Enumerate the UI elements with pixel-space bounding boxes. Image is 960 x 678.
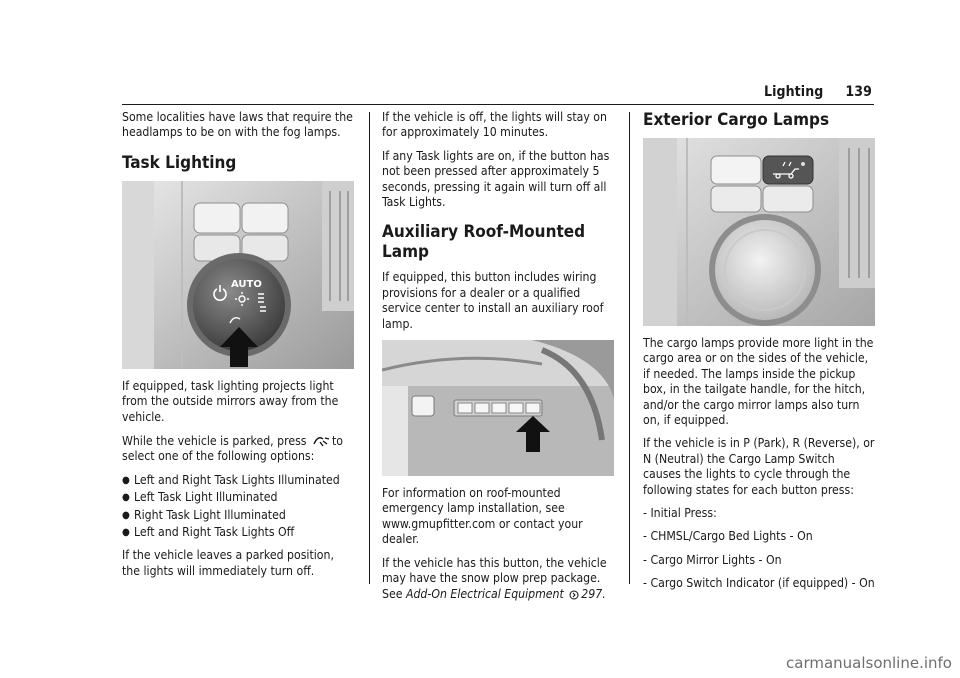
snow-plow-note: If the vehicle has this button, the vehi… [382, 555, 607, 601]
cargo-lamp-icon [773, 161, 799, 179]
task-light-icon [313, 437, 330, 447]
heading-exterior-cargo-lamps: Exterior Cargo Lamps [643, 110, 830, 130]
column-3: Exterior Cargo Lamps [643, 110, 875, 600]
cargo-state-item: - Cargo Mirror Lights - On [643, 552, 782, 567]
auxiliary-switch-illustration [382, 340, 614, 477]
cargo-state-item: - Initial Press: [643, 506, 717, 521]
roof-lamp-description: If equipped, this button includes wiring… [382, 270, 604, 331]
emergency-lamp-info: For information on roof-mounted emergenc… [382, 486, 583, 547]
cargo-lamp-switch-cycle: If the vehicle is in P (Park), R (Revers… [643, 436, 875, 497]
fog-lamp-note: Some localities have laws that require t… [122, 110, 353, 140]
heading-task-lighting: Task Lighting [122, 152, 237, 173]
task-lighting-instructions: While the vehicle is parked, press to se… [122, 434, 344, 464]
auto-label: AUTO [231, 279, 262, 290]
section-title: Lighting [763, 84, 824, 100]
column-divider [629, 112, 630, 584]
page-ref-icon [569, 590, 579, 599]
cargo-state-item: - CHMSL/Cargo Bed Lights - On [643, 529, 813, 544]
headlamp-switch-illustration: AUTO [122, 180, 354, 369]
figure-headlamp-switch: AUTO [122, 180, 354, 369]
lights-stay-on-note: If the vehicle is off, the lights will s… [382, 110, 607, 140]
column-2: If the vehicle is off, the lights will s… [382, 110, 616, 610]
column-divider [369, 112, 370, 584]
task-lights-off-note: If any Task lights are on, if the button… [382, 148, 610, 210]
list-item: ●Right Task Light Illuminated [122, 507, 286, 522]
figure-auxiliary-button [382, 340, 614, 477]
column-1: Some localities have laws that require t… [122, 110, 354, 587]
cross-reference-link[interactable]: Add-On Electrical Equipment 297. [405, 586, 606, 601]
list-item: ●Left and Right Task Lights Illuminated [122, 472, 340, 487]
watermark: carmanualsonline.info [786, 654, 952, 672]
list-item: ●Left Task Light Illuminated [122, 490, 278, 505]
task-lighting-description: If equipped, task lighting projects ligh… [122, 378, 339, 424]
cargo-state-item: - Cargo Switch Indicator (if equipped) -… [643, 576, 875, 591]
list-item: ●Left and Right Task Lights Off [122, 525, 295, 540]
page-number: 139 [845, 84, 872, 100]
heading-auxiliary-roof-lamp: Auxiliary Roof-Mounted Lamp [382, 222, 586, 263]
task-light-options: ●Left and Right Task Lights Illuminated … [122, 473, 354, 541]
cargo-switch-illustration [643, 138, 875, 326]
page-header: Lighting 139 [764, 84, 872, 100]
power-icon [213, 284, 227, 301]
task-lighting-auto-off: If the vehicle leaves a parked position,… [122, 548, 334, 578]
header-rule [122, 104, 874, 105]
cargo-lamps-description: The cargo lamps provide more light in th… [643, 336, 874, 428]
figure-cargo-switch [643, 138, 875, 326]
